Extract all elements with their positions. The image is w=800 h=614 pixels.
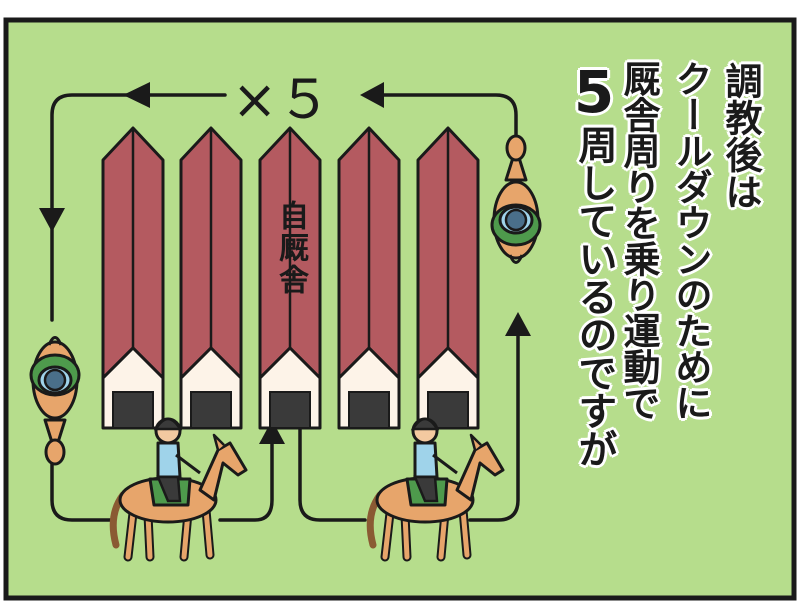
stable-building-icon [416, 126, 480, 430]
laps-label: ×５ [232, 68, 332, 131]
arrow-left-icon [123, 82, 150, 108]
arrow-up-icon [505, 312, 531, 336]
narration-column-4-rest: 周しているのですが [572, 125, 617, 467]
arrow-up-icon [259, 420, 285, 444]
stable-row [101, 126, 480, 430]
narration-column-2: クールダウンのために [669, 60, 712, 420]
horse-rider-icon [490, 134, 542, 264]
lap-count-text: 5 [560, 58, 628, 125]
narration-column-1: 調教後は [719, 62, 762, 210]
horse-rider-icon [366, 417, 505, 562]
narration-column-4: 5周しているのですが [560, 58, 628, 467]
route-path [50, 93, 520, 522]
narration-column-3: 厩舎周りを乗り運動で [617, 60, 660, 420]
stable-building-icon [258, 126, 322, 430]
horse-group [29, 134, 542, 562]
horse-rider-icon [29, 336, 81, 466]
horse-rider-icon [109, 417, 248, 562]
stable-building-icon [101, 126, 165, 430]
stable-building-icon [337, 126, 401, 430]
stable-building-icon [179, 126, 243, 430]
own-stable-label: 自厩舎 [273, 200, 308, 296]
arrow-down-icon [39, 208, 65, 232]
arrow-left-icon [360, 82, 384, 108]
